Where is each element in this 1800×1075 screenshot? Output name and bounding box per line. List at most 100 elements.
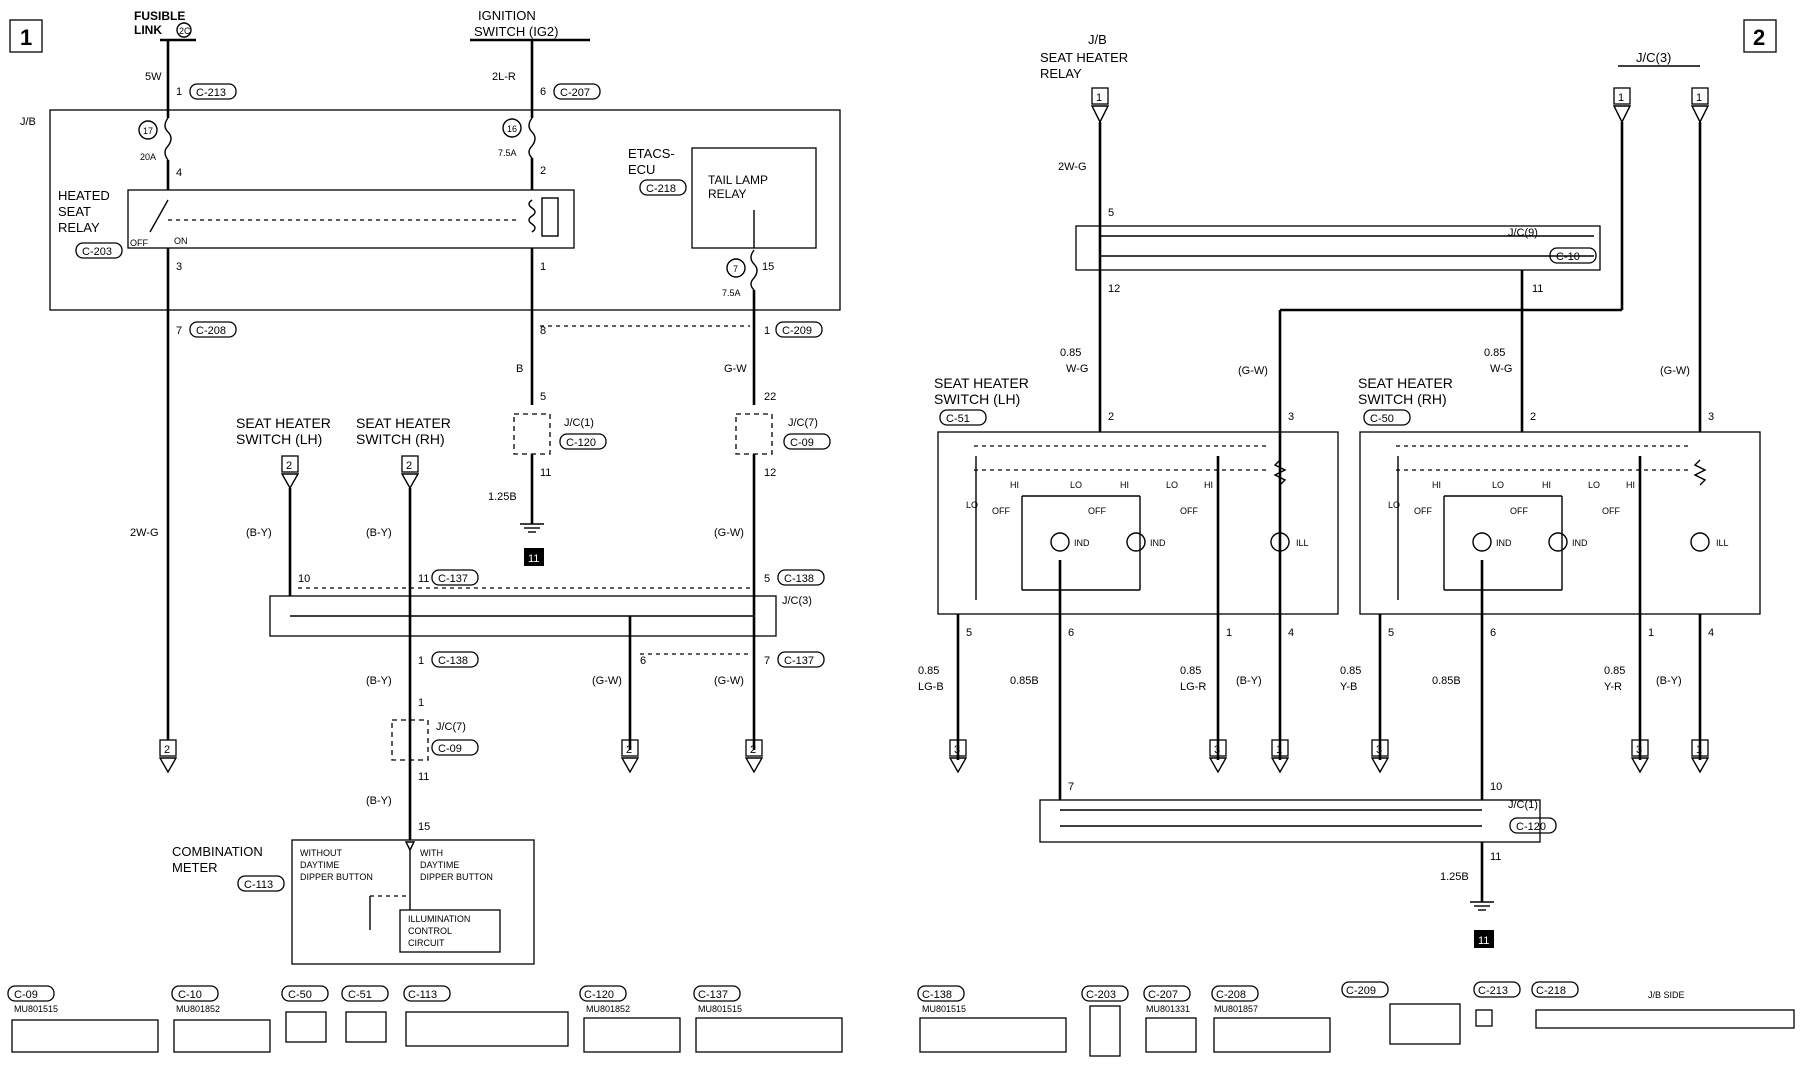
svg-text:J/C(1): J/C(1) (564, 417, 594, 429)
svg-text:LO: LO (1070, 480, 1082, 490)
svg-text:C-207: C-207 (560, 87, 590, 99)
svg-text:C-50: C-50 (288, 989, 312, 1001)
svg-text:15: 15 (418, 821, 430, 833)
svg-text:LO: LO (1492, 480, 1504, 490)
connector-c137 (695, 1017, 843, 1053)
svg-text:C-209: C-209 (1346, 985, 1376, 997)
svg-text:3: 3 (1636, 744, 1642, 756)
svg-text:6: 6 (1490, 627, 1496, 639)
svg-text:C-209: C-209 (782, 325, 812, 337)
indicator-led-lh-2 (1126, 532, 1146, 552)
svg-text:(B-Y): (B-Y) (366, 527, 392, 539)
svg-text:0.85: 0.85 (1180, 665, 1201, 677)
svg-text:TAIL LAMP: TAIL LAMP (708, 173, 768, 187)
svg-text:C-51: C-51 (348, 989, 372, 1001)
svg-text:5: 5 (966, 627, 972, 639)
svg-text:J/C(3): J/C(3) (782, 595, 812, 607)
svg-text:MU801515: MU801515 (922, 1004, 966, 1014)
svg-text:5: 5 (540, 391, 546, 403)
svg-text:OFF: OFF (992, 506, 1010, 516)
ignition-switch-label: IGNITION (478, 8, 536, 23)
svg-text:MU801515: MU801515 (698, 1004, 742, 1014)
jc1-right (1039, 799, 1541, 843)
svg-text:1: 1 (418, 655, 424, 667)
svg-text:3: 3 (1708, 411, 1714, 423)
svg-text:C-213: C-213 (1478, 985, 1508, 997)
svg-text:RELAY: RELAY (58, 220, 100, 235)
svg-text:IND: IND (1150, 538, 1166, 548)
svg-text:C-203: C-203 (1086, 989, 1116, 1001)
fusible-link-number: 2C (179, 26, 191, 36)
svg-text:OFF: OFF (1510, 506, 1528, 516)
svg-text:1.25B: 1.25B (1440, 871, 1469, 883)
connector-c113 (405, 1011, 569, 1047)
svg-text:MU801515: MU801515 (14, 1004, 58, 1014)
svg-text:MU801331: MU801331 (1146, 1004, 1190, 1014)
svg-text:(B-Y): (B-Y) (366, 795, 392, 807)
svg-text:4: 4 (1708, 627, 1714, 639)
junction-block (49, 109, 841, 311)
svg-text:OFF: OFF (130, 238, 148, 248)
svg-text:1.25B: 1.25B (488, 491, 517, 503)
svg-text:B: B (516, 363, 523, 375)
jc7-lower (391, 719, 429, 761)
svg-text:OFF: OFF (1180, 506, 1198, 516)
connector-c213 (1475, 1009, 1493, 1027)
svg-text:4: 4 (176, 167, 182, 179)
svg-text:11: 11 (528, 553, 539, 565)
svg-text:(G-W): (G-W) (592, 675, 622, 687)
svg-text:7.5A: 7.5A (722, 288, 741, 298)
svg-text:SWITCH (RH): SWITCH (RH) (356, 431, 445, 447)
svg-text:C-120: C-120 (566, 437, 596, 449)
connector-c120 (583, 1017, 681, 1053)
svg-text:1: 1 (1696, 744, 1702, 756)
connector-c50 (285, 1011, 327, 1043)
page-number-2: 2 (1753, 25, 1765, 50)
svg-text:HI: HI (1120, 480, 1129, 490)
svg-text:ILLUMINATION: ILLUMINATION (408, 914, 470, 924)
svg-text:7: 7 (176, 325, 182, 337)
svg-text:W-G: W-G (1066, 363, 1088, 375)
svg-text:1: 1 (1648, 627, 1654, 639)
svg-text:1: 1 (1696, 92, 1702, 104)
conn-tag-c213 (189, 83, 237, 100)
svg-text:6: 6 (540, 86, 546, 98)
svg-text:DAYTIME: DAYTIME (300, 860, 339, 870)
svg-text:G-W: G-W (724, 363, 747, 375)
svg-text:LO: LO (1166, 480, 1178, 490)
connector-c218 (1535, 1009, 1795, 1029)
connector-c51 (345, 1011, 387, 1043)
fuse-16 (528, 117, 536, 159)
connector-c203 (1089, 1005, 1121, 1057)
svg-text:DAYTIME: DAYTIME (420, 860, 459, 870)
connector-c09 (11, 1019, 159, 1053)
svg-text:15: 15 (762, 261, 774, 273)
svg-text:C-208: C-208 (1216, 989, 1246, 1001)
page-number-box-1 (9, 19, 43, 53)
svg-text:LG-B: LG-B (918, 681, 944, 693)
ground-tag-right (1474, 930, 1494, 948)
svg-text:C-10: C-10 (1556, 251, 1580, 263)
svg-text:MU801857: MU801857 (1214, 1004, 1258, 1014)
jc9 (1075, 225, 1601, 271)
svg-text:SEAT HEATER: SEAT HEATER (356, 415, 451, 431)
svg-text:IND: IND (1496, 538, 1512, 548)
svg-text:C-137: C-137 (438, 573, 468, 585)
svg-text:RELAY: RELAY (708, 187, 746, 201)
svg-text:C-138: C-138 (784, 573, 814, 585)
indicator-led-rh-2 (1548, 532, 1568, 552)
svg-text:5: 5 (1108, 207, 1114, 219)
svg-text:1: 1 (1226, 627, 1232, 639)
svg-text:ECU: ECU (628, 162, 655, 177)
svg-text:6: 6 (1068, 627, 1074, 639)
svg-text:RELAY: RELAY (1040, 66, 1082, 81)
svg-text:C-113: C-113 (244, 879, 273, 891)
svg-text:WITHOUT: WITHOUT (300, 848, 342, 858)
svg-text:ILL: ILL (1716, 538, 1729, 548)
svg-text:LO: LO (966, 500, 978, 510)
svg-text:1: 1 (176, 86, 182, 98)
wire-color-5w: 5W (145, 71, 162, 83)
relay-contact (149, 199, 169, 233)
svg-text:7: 7 (733, 264, 738, 274)
